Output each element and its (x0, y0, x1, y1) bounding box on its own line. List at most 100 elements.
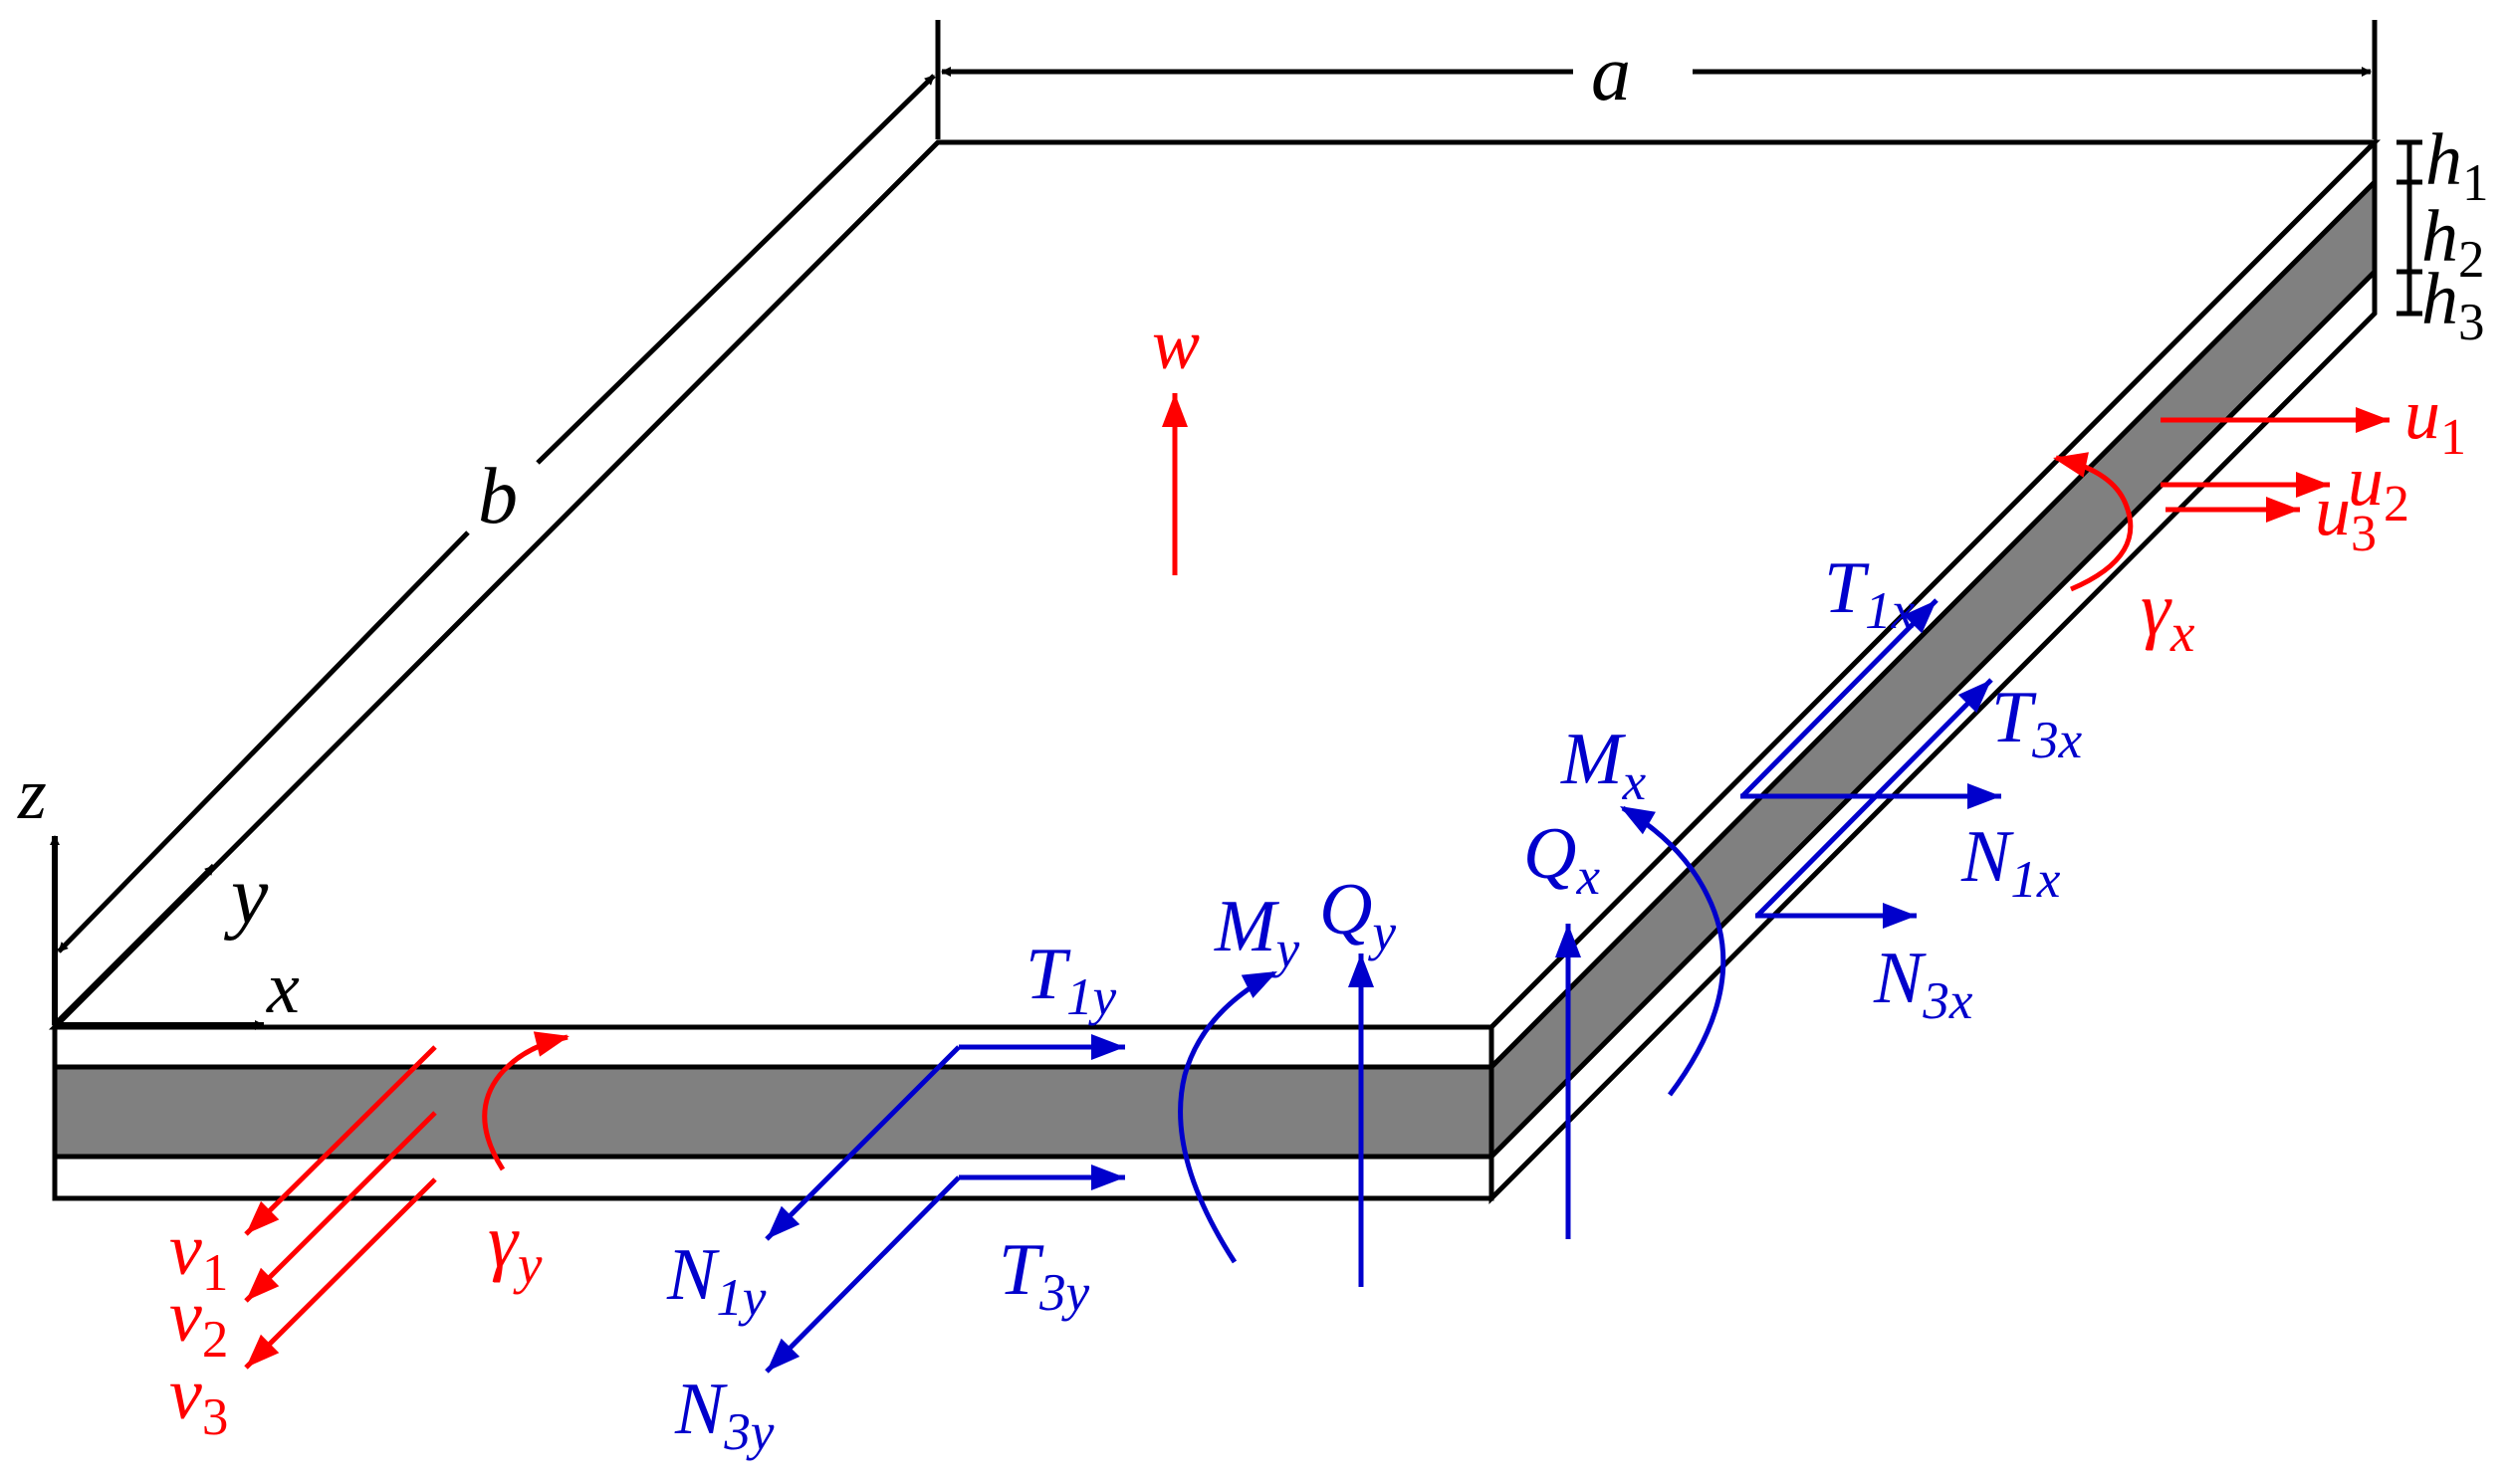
Qx-label-base: Q (1523, 813, 1576, 895)
dimension-lines (57, 20, 2422, 954)
T1y-label-subscript: 1y (1066, 968, 1117, 1026)
T1x-label-subscript: 1x (1865, 582, 1916, 640)
N1y-arrow (765, 1045, 961, 1241)
T3x-label-subscript: 3x (2031, 712, 2083, 769)
dim-h2-label-subscript: 2 (2458, 231, 2485, 289)
dim-h1-label-base: h (2425, 119, 2462, 201)
Mx-arrow-head (1620, 806, 1656, 835)
T3x-label: T3x (1991, 677, 2083, 769)
N3y-arrow-head (767, 1338, 800, 1372)
coordinate-axes (50, 835, 265, 1030)
axis-y-label: y (223, 849, 269, 942)
Qy-arrow-head (1348, 954, 1374, 987)
Mx-arrow (1621, 805, 1726, 1097)
v3-label: v3 (169, 1354, 228, 1446)
N3y-label-base: N (674, 1369, 728, 1450)
u3-label-base: u (2315, 471, 2351, 550)
v1-label-subscript: 1 (202, 1244, 229, 1302)
T1x-label: T1x (1824, 547, 1916, 640)
u1-arrow-head (2356, 407, 2390, 433)
u1-label-base: u (2404, 374, 2440, 454)
axis-x-label: x (266, 948, 300, 1029)
dim-h1-label-subscript: 1 (2462, 154, 2489, 212)
dim-h1-label: h1 (2425, 119, 2489, 212)
T1y-label: T1y (1026, 934, 1117, 1026)
My-arrow (1178, 970, 1276, 1264)
dim-a-label: a (1591, 30, 1631, 117)
v2-label-subscript: 2 (202, 1311, 229, 1369)
u3-arrow-head (2266, 497, 2300, 523)
Qx-label-subscript: x (1575, 848, 1600, 906)
v2-arrow (244, 1111, 437, 1303)
u2-label-subscript: 2 (2384, 476, 2409, 532)
N3y-label-subscript: 3y (723, 1403, 775, 1461)
N1x-arrow-head (1967, 783, 2001, 809)
T3y-label-base: T (999, 1229, 1044, 1311)
v1-label: v1 (169, 1209, 228, 1302)
v2-label: v2 (169, 1276, 228, 1369)
v3-arrow (244, 1177, 437, 1370)
N3y-arrow (765, 1175, 961, 1374)
T1x-arrow (1740, 598, 1939, 798)
w-label-base: w (1152, 305, 1200, 384)
T3x-label-base: T (1991, 677, 2037, 758)
Qy-label-subscript: y (1367, 904, 1396, 961)
Qx-arrow-head (1555, 924, 1581, 957)
u2-label-base: u (2348, 441, 2384, 521)
w-label: w (1152, 305, 1200, 384)
N1y-label: N1y (666, 1234, 767, 1327)
gamma-x-label-base: γ (2141, 567, 2172, 651)
front-top-face-sheet (52, 1024, 1494, 1070)
N3x-label-base: N (1873, 938, 1927, 1019)
dim-b-label: b (478, 453, 518, 540)
gamma-y-label-base: γ (488, 1199, 520, 1283)
gamma-y-label: γy (488, 1199, 543, 1295)
gamma-x-label: γx (2141, 567, 2195, 663)
u1-label: u1 (2404, 374, 2466, 466)
dim-h3-label-subscript: 3 (2458, 294, 2485, 351)
My-label-subscript: y (1271, 921, 1300, 978)
dim-h2-label: h2 (2421, 196, 2485, 289)
u3-label-subscript: 3 (2351, 506, 2377, 562)
My-arrow-head (1241, 971, 1277, 998)
T1x-label-base: T (1824, 547, 1870, 629)
Qy-label-base: Q (1319, 869, 1372, 951)
axis-x-label-base: x (266, 948, 300, 1029)
dim-h2-label-base: h (2421, 196, 2458, 278)
T3y-label-subscript: 3y (1038, 1264, 1090, 1322)
gamma-x-arrow (2055, 455, 2134, 592)
axis-z-label: z (17, 753, 47, 835)
axis-z-label-base: z (17, 753, 47, 835)
N1x-label-base: N (1960, 816, 2014, 898)
y-axis-arrow (52, 863, 217, 1028)
dim-a-label-base: a (1591, 30, 1631, 117)
Qy-label: Qy (1319, 869, 1396, 961)
v3-arrow-head (246, 1334, 280, 1368)
gamma-y-arrow-head (533, 1031, 570, 1057)
gamma-y-label-subscript: y (513, 1234, 543, 1295)
v3-label-subscript: 3 (202, 1388, 229, 1446)
Mx-label-base: M (1560, 719, 1627, 800)
w-arrow-head (1162, 393, 1188, 427)
Mx-label: Mx (1560, 719, 1647, 811)
My-label-base: M (1214, 886, 1280, 967)
axis-y-label-base: y (223, 849, 269, 942)
u1-label-subscript: 1 (2440, 409, 2466, 466)
T1y-arrow-head (1091, 1034, 1125, 1060)
u2-arrow-head (2296, 472, 2330, 498)
dim-h3-label: h3 (2421, 259, 2485, 351)
v1-arrow (244, 1045, 437, 1236)
N3x-arrow-head (1883, 903, 1917, 929)
dim-b-label-base: b (478, 453, 518, 540)
N1y-label-subscript: 1y (716, 1269, 767, 1327)
front-bottom-face-sheet (52, 1154, 1494, 1201)
v2-arrow-head (246, 1267, 280, 1301)
N3x-label: N3x (1873, 938, 1973, 1030)
gamma-x-label-subscript: x (2169, 602, 2195, 663)
v1-arrow-head (246, 1200, 280, 1234)
v2-label-base: v (169, 1276, 202, 1358)
plate (48, 135, 2382, 1205)
N3y-label: N3y (674, 1369, 775, 1461)
N3x-label-subscript: 3x (1922, 972, 1973, 1030)
